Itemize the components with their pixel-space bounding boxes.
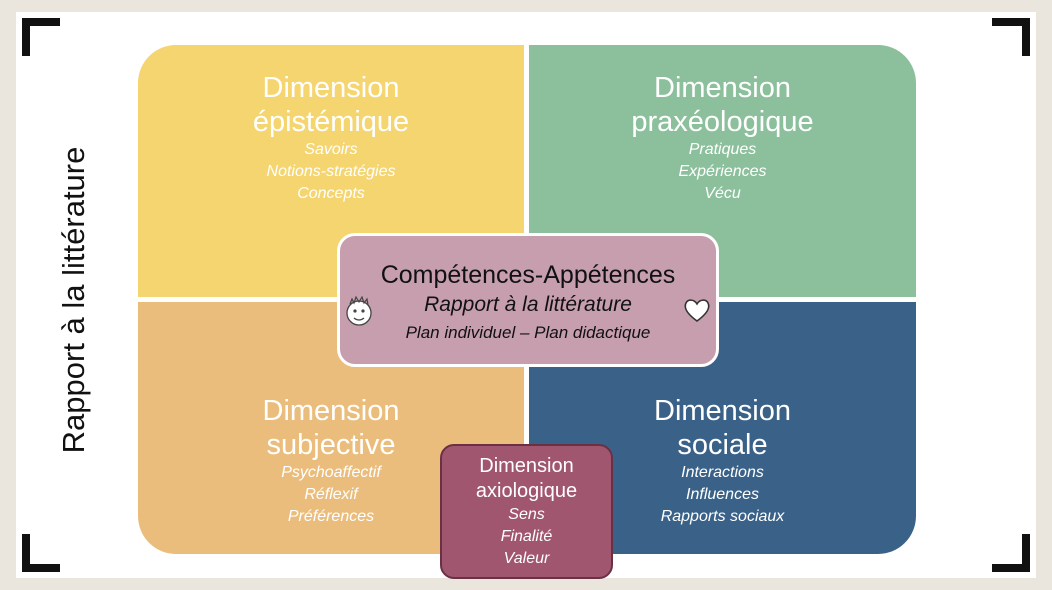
quadrant-item: Savoirs: [304, 141, 358, 158]
frame-corner-bottom-left: [22, 534, 60, 572]
quadrant-item: Interactions: [681, 464, 764, 481]
quadrant-item: Vécu: [704, 185, 741, 202]
frame-corner-top-right: [992, 18, 1030, 56]
quadrant-title-line2: sociale: [677, 429, 768, 461]
frame-corner-bottom-right: [992, 534, 1030, 572]
center-box: Compétences-Appétences Rapport à la litt…: [337, 233, 719, 367]
quadrant-title-line1: Dimension: [654, 395, 791, 427]
side-label: Rapport à la littérature: [56, 146, 91, 454]
center-plan: Plan individuel – Plan didactique: [405, 323, 651, 342]
quadrant-item: Rapports sociaux: [660, 508, 785, 525]
center-title: Compétences-Appétences: [380, 261, 676, 289]
quadrant-title-line2: épistémique: [252, 106, 410, 138]
quadrant-item: Concepts: [297, 185, 365, 202]
quadrant-title-line1: Dimension: [262, 72, 400, 104]
quadrant-item: Pratiques: [688, 141, 757, 158]
axio-title-line2: axiologique: [475, 480, 578, 502]
quadrant-item: Expériences: [678, 163, 767, 180]
quadrant-title-line2: praxéologique: [631, 106, 814, 138]
heart-icon: [684, 299, 710, 322]
quadrant-item: Notions-stratégies: [266, 163, 396, 180]
axio-item: Finalité: [500, 528, 553, 545]
doodle-face-icon: [346, 295, 372, 326]
frame-corner-top-left: [22, 18, 60, 56]
quadrant-title-line2: subjective: [266, 429, 396, 461]
quadrant-item: Préférences: [287, 508, 375, 525]
axio-item: Valeur: [503, 550, 550, 567]
quadrant-title-line1: Dimension: [654, 72, 791, 104]
quadrant-title-line1: Dimension: [262, 395, 400, 427]
quadrant-item: Influences: [686, 486, 759, 503]
axio-item: Sens: [508, 506, 545, 523]
quadrant-item: Psychoaffectif: [281, 464, 381, 481]
axiologique-box: Dimension axiologique Sens Finalité Vale…: [440, 444, 613, 579]
center-subtitle: Rapport à la littérature: [424, 293, 632, 316]
quadrant-item: Réflexif: [304, 486, 358, 503]
axio-title-line1: Dimension: [479, 455, 574, 477]
